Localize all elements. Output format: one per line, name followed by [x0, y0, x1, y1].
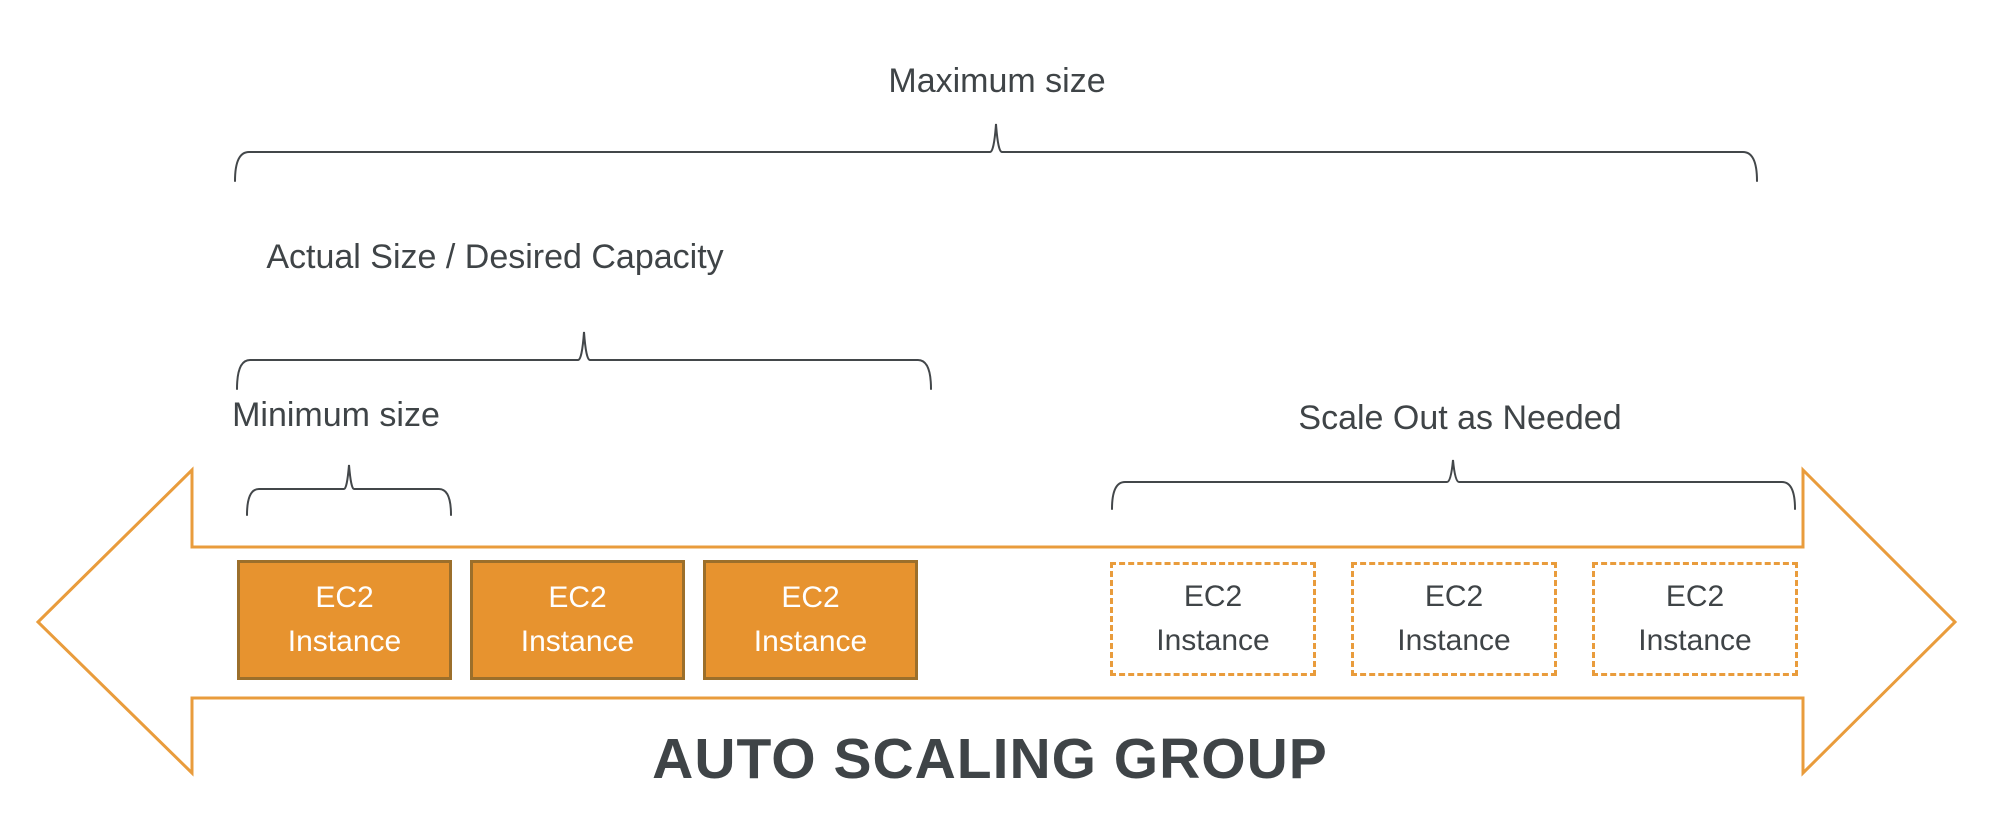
scaling-range-arrow [35, 466, 1958, 777]
ec2-instance-line2: Instance [1638, 624, 1752, 657]
ec2-instance-box-dashed: EC2 Instance [1592, 562, 1798, 676]
ec2-instance-box-solid: EC2 Instance [703, 560, 918, 680]
ec2-instance-line2: Instance [287, 625, 402, 658]
actual-size-label: Actual Size / Desired Capacity [266, 238, 724, 276]
actual-size-brace [236, 331, 932, 390]
scale-out-label: Scale Out as Needed [1298, 399, 1622, 437]
ec2-instance-box-dashed: EC2 Instance [1351, 562, 1557, 676]
ec2-instance-line2: Instance [753, 625, 868, 658]
ec2-instance-box-solid: EC2 Instance [470, 560, 685, 680]
ec2-instance-line2: Instance [520, 625, 635, 658]
ec2-instance-line2: Instance [1156, 624, 1270, 657]
auto-scaling-group-title: AUTO SCALING GROUP [652, 727, 1328, 791]
ec2-instance-line1: EC2 [315, 581, 374, 614]
ec2-instance-line1: EC2 [1424, 580, 1484, 613]
ec2-instance-box-solid: EC2 Instance [237, 560, 452, 680]
ec2-instance-line2: Instance [1397, 624, 1511, 657]
ec2-instance-box-dashed: EC2 Instance [1110, 562, 1316, 676]
ec2-instance-line1: EC2 [548, 581, 607, 614]
maximum-size-label: Maximum size [888, 62, 1106, 100]
minimum-size-label: Minimum size [232, 396, 440, 434]
ec2-instance-line1: EC2 [1183, 580, 1243, 613]
scale-out-brace [1111, 459, 1796, 510]
ec2-instance-line1: EC2 [781, 581, 840, 614]
maximum-size-brace [234, 123, 1758, 182]
ec2-instance-line1: EC2 [1665, 580, 1725, 613]
minimum-size-brace [246, 464, 452, 516]
